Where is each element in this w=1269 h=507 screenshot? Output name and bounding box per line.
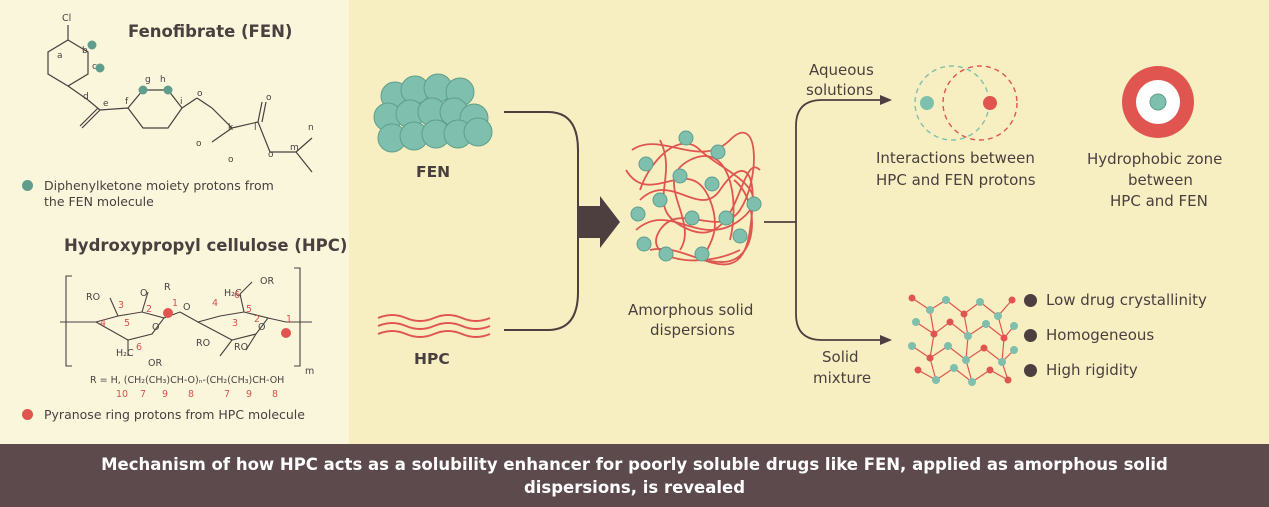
aqueous-label-line1: Aqueous xyxy=(809,61,874,79)
hpc-polymer-lines xyxy=(377,314,491,338)
fen-atom-o4: o xyxy=(266,93,272,103)
fen-title: Fenofibrate (FEN) xyxy=(128,22,293,41)
fen-legend-dot xyxy=(22,180,33,191)
hpc-rnum-4: 8 xyxy=(188,389,194,400)
hpc-num-6b: 6 xyxy=(234,290,240,301)
asd-label-line1: Amorphous solid xyxy=(628,301,754,319)
hpc-num-6a: 6 xyxy=(136,342,142,353)
fen-atom-cl: Cl xyxy=(62,13,71,24)
hpc-structure: RO R O O O OR H₂C H₂C OR RO RO O 3 2 1 4… xyxy=(60,267,314,400)
hydrophobic-zone-icon xyxy=(1122,66,1194,138)
solid-label-line2: mixture xyxy=(813,369,872,387)
property-low-crystallinity: Low drug crystallinity xyxy=(1046,291,1207,309)
fen-atom-e: e xyxy=(103,99,109,109)
hpc-atom-o1: O xyxy=(140,288,147,299)
hpc-atom-or1: OR xyxy=(260,276,274,287)
hpc-atom-ch2-1: H₂C xyxy=(224,288,242,299)
hpc-atom-ro1: RO xyxy=(86,292,100,303)
hpc-atom-o4: O xyxy=(258,322,265,333)
hpc-num-5b: 5 xyxy=(246,304,252,315)
fen-atom-o3: o xyxy=(228,155,234,165)
property-bullet-2 xyxy=(1024,329,1037,342)
hpc-rnum-7: 8 xyxy=(272,389,278,400)
hpc-label: HPC xyxy=(414,350,450,368)
fen-atom-n: n xyxy=(308,123,314,133)
hydrophobic-line3: HPC and FEN xyxy=(1110,192,1208,210)
hpc-legend-dot xyxy=(22,409,33,420)
hpc-num-5a: 5 xyxy=(124,318,130,329)
fen-atom-g: g xyxy=(145,75,151,85)
hpc-atom-ro2: RO xyxy=(196,338,210,349)
solid-label-line1: Solid xyxy=(822,348,859,366)
hpc-atom-or2: OR xyxy=(148,358,162,369)
property-homogeneous: Homogeneous xyxy=(1046,326,1155,344)
property-bullet-3 xyxy=(1024,364,1037,377)
hpc-atom-o3: O xyxy=(183,302,190,313)
hpc-legend-text: Pyranose ring protons from HPC molecule xyxy=(44,407,305,422)
fen-atom-b: b xyxy=(82,46,88,56)
interactions-line2: HPC and FEN protons xyxy=(876,171,1036,189)
fen-label: FEN xyxy=(416,163,451,181)
fen-legend-text: Diphenylketone moiety protons from the F… xyxy=(44,178,274,209)
fen-atom-o2: o xyxy=(196,139,202,149)
hydrophobic-line2: between xyxy=(1128,171,1193,189)
fen-atom-i: i xyxy=(180,97,183,107)
fen-atom-l: l xyxy=(254,123,257,133)
hpc-rnum-6: 9 xyxy=(246,389,252,400)
fen-particle-cluster xyxy=(373,73,493,153)
process-arrow xyxy=(578,196,620,248)
fen-atom-a: a xyxy=(57,51,63,61)
solid-mixture-particles xyxy=(908,294,1018,386)
hpc-rnum-1: 10 xyxy=(116,389,128,400)
asd-fen-particles xyxy=(630,130,762,262)
hpc-num-2b: 2 xyxy=(254,314,260,325)
hpc-title: Hydroxypropyl cellulose (HPC) xyxy=(64,236,348,255)
hpc-atom-ro3: RO xyxy=(234,342,248,353)
fen-atom-m: m xyxy=(290,143,299,153)
hpc-num-3b: 3 xyxy=(232,318,238,329)
fen-atom-o1: o xyxy=(197,89,203,99)
hpc-rnum-2: 7 xyxy=(140,389,146,400)
fen-atom-h: h xyxy=(160,75,166,85)
hpc-num-4b: 4 xyxy=(212,298,218,309)
fen-atom-o5: o xyxy=(268,150,274,160)
hpc-r-definition: R = H, (CH₂(CH₃)CH-O)ₙ-(CH₂(CH₃)CH-OH xyxy=(90,375,284,386)
hpc-num-3a: 3 xyxy=(118,300,124,311)
fen-atom-k: k xyxy=(228,123,234,133)
interactions-line1: Interactions between xyxy=(876,149,1035,167)
hpc-atom-o2: O xyxy=(152,322,159,333)
hydrophobic-line1: Hydrophobic zone xyxy=(1087,150,1223,168)
hpc-atom-r: R xyxy=(164,282,171,293)
hpc-rnum-5: 7 xyxy=(224,389,230,400)
caption-text: Mechanism of how HPC acts as a solubilit… xyxy=(101,454,1168,497)
hpc-num-1a: 1 xyxy=(172,298,178,309)
left-panel xyxy=(0,0,349,444)
hpc-subscript-m: m xyxy=(305,366,314,377)
hpc-num-2a: 2 xyxy=(146,304,152,315)
hpc-rnum-3: 9 xyxy=(162,389,168,400)
fen-structure: Cl a b c d e f g h i k l m n o o o o o xyxy=(47,13,314,173)
property-high-rigidity: High rigidity xyxy=(1046,361,1138,379)
property-bullet-1 xyxy=(1024,294,1037,307)
hpc-atom-ch2-2: H₂C xyxy=(116,348,134,359)
aqueous-label-line2: solutions xyxy=(806,81,874,99)
caption-bar: Mechanism of how HPC acts as a solubilit… xyxy=(0,444,1269,507)
fen-atom-d: d xyxy=(83,92,89,102)
process-diagram xyxy=(373,65,1194,386)
fen-atom-c: c xyxy=(92,62,97,72)
asd-label-line2: dispersions xyxy=(650,321,735,339)
hpc-num-4a: 4 xyxy=(100,318,106,329)
right-panel xyxy=(349,0,1269,444)
fen-atom-f: f xyxy=(125,97,129,107)
hpc-num-1b: 1 xyxy=(286,314,292,325)
